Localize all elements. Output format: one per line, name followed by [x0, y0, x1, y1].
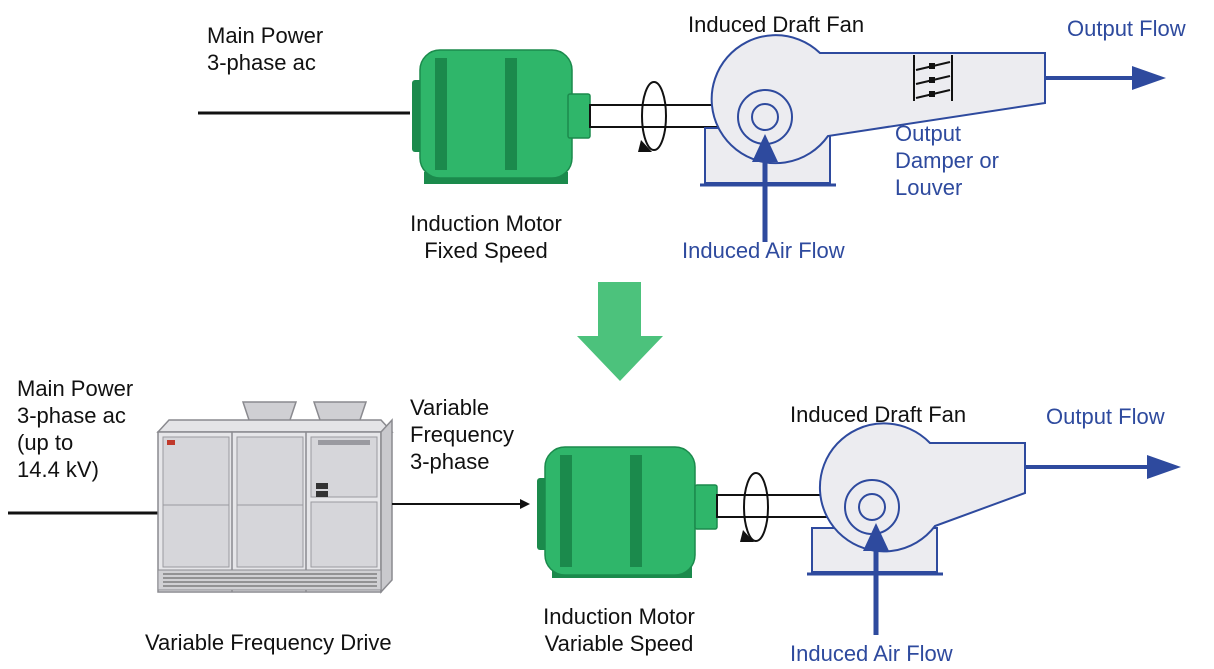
bottom-output-flow-arrow: [1025, 455, 1181, 479]
top-output-flow-arrow: [1045, 66, 1166, 90]
output-damper-label: Output Damper or Louver: [895, 121, 999, 200]
down-transition-arrow: [577, 282, 663, 381]
top-induced-air-flow-label: Induced Air Flow: [682, 238, 845, 263]
bottom-induced-air-flow-arrow: [863, 523, 889, 635]
top-induced-air-flow-arrow: [752, 134, 778, 242]
output-damper-louver-icon: [913, 55, 953, 101]
variable-frequency-3phase-label: Variable Frequency 3-phase: [410, 395, 514, 474]
variable-frequency-drive-label: Variable Frequency Drive: [145, 630, 392, 655]
variable-frequency-drive-icon: [156, 401, 394, 594]
bottom-motor-label: Induction Motor Variable Speed: [543, 604, 695, 656]
top-main-power-label: Main Power 3-phase ac: [207, 23, 324, 75]
top-rotation-arrow-icon: [638, 81, 667, 152]
top-induction-motor-icon: [412, 49, 591, 184]
top-motor-label: Induction Motor Fixed Speed: [410, 211, 562, 263]
bottom-fan-label: Induced Draft Fan: [790, 402, 967, 427]
top-fan-label: Induced Draft Fan: [688, 12, 865, 37]
bottom-output-flow-label: Output Flow: [1046, 404, 1165, 429]
bottom-rotation-arrow-icon: [740, 472, 769, 542]
bottom-induced-air-flow-label: Induced Air Flow: [790, 641, 953, 666]
bottom-induction-motor-icon: [537, 446, 718, 578]
bottom-induced-draft-fan-icon: [807, 422, 1026, 576]
vfd-vent-grille: [163, 573, 377, 587]
top-output-flow-label: Output Flow: [1067, 16, 1186, 41]
bottom-main-power-label: Main Power 3-phase ac (up to 14.4 kV): [17, 376, 134, 482]
